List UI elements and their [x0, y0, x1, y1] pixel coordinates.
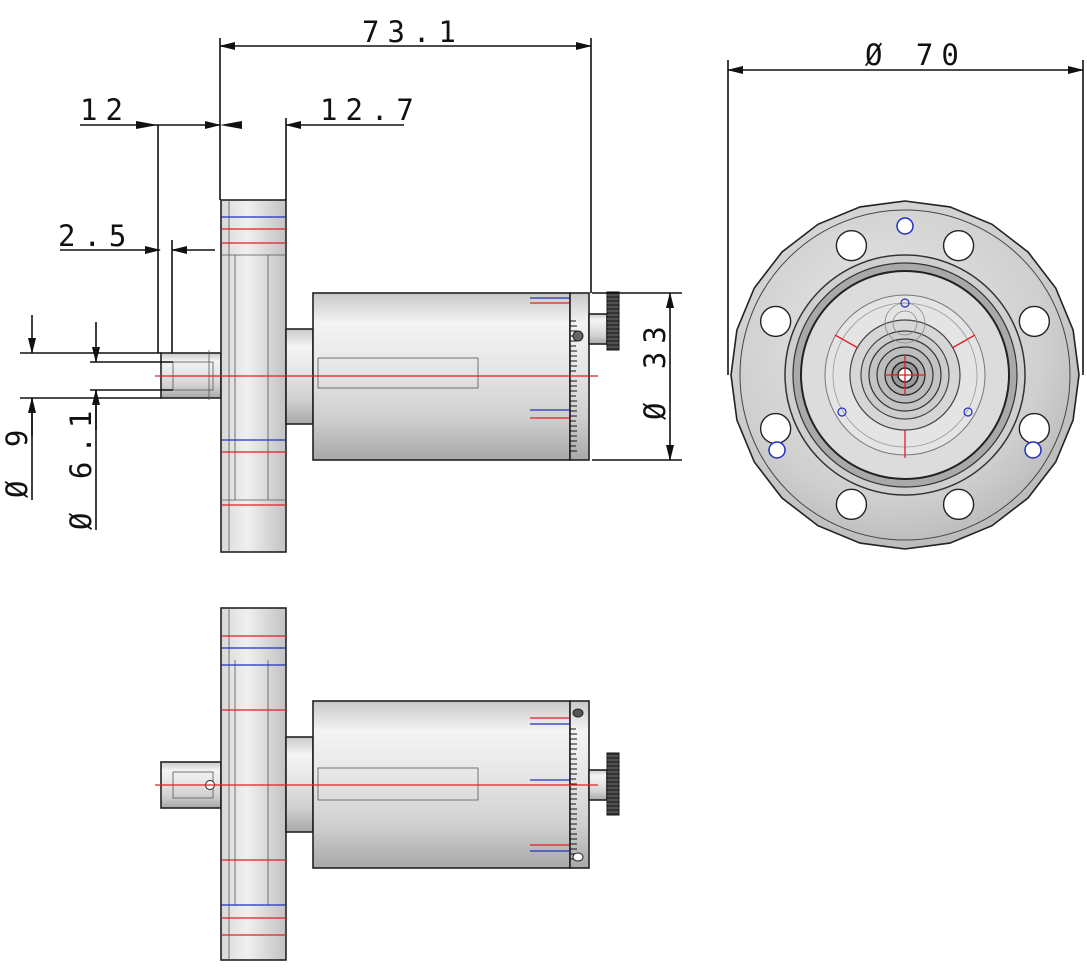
dim-flange-thickness: 12.7 — [320, 93, 422, 127]
bolt-hole — [835, 488, 868, 521]
dim-shaft-outer-diameter: Ø 9 — [0, 422, 34, 498]
side-view-top — [155, 199, 620, 553]
dim-shaft-step: 2.5 — [58, 219, 134, 253]
end-view — [730, 200, 1080, 550]
side-view-bottom — [155, 607, 620, 961]
bolt-hole — [835, 229, 868, 262]
dim-flange-diameter: Ø 70 — [865, 38, 967, 72]
dim-shaft-inner-diameter: Ø 6.1 — [64, 403, 98, 530]
dim-overall-length: 73.1 — [362, 15, 464, 49]
bolt-hole — [759, 305, 792, 338]
adjustment-knob — [606, 291, 620, 351]
bolt-hole — [942, 229, 975, 262]
dim-shaft-length: 12 — [80, 93, 131, 127]
dim-body-diameter: Ø 33 — [638, 318, 672, 420]
bolt-hole — [759, 412, 792, 445]
dimensions: 73.1 12 12.7 2.5 Ø 9 Ø 6.1 Ø 3 — [0, 15, 1084, 530]
bolt-holes — [759, 229, 1051, 521]
bolt-hole — [1018, 412, 1051, 445]
bolt-hole — [942, 488, 975, 521]
bolt-hole — [1018, 305, 1051, 338]
